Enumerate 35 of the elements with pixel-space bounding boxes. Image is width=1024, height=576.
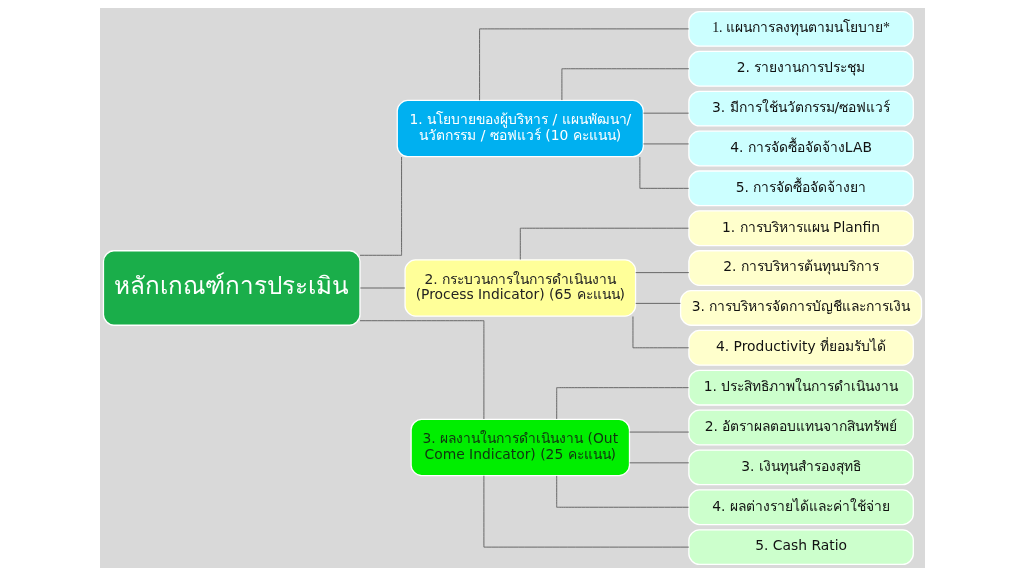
node-box: 1. นโยบายของผู้บริหาร / แผนพัฒนา/ นวัตกรรม / ซอฟแวร์ (10 คะแนน) xyxy=(396,99,644,158)
connector xyxy=(642,143,689,145)
connector xyxy=(482,475,689,548)
connector xyxy=(634,272,689,274)
node-box: 3. การบริหารจัดการบัญชีและการเงิน xyxy=(679,289,922,326)
node-box: 1. การบริหารแผน Planfin xyxy=(687,210,914,247)
connector xyxy=(519,227,689,260)
node-box: 2. กระบวนการในการดำเนินงาน (Process Indicator) (65 คะแนน) xyxy=(403,259,636,317)
node-box: หลักเกณฑ์การประเมิน xyxy=(102,250,361,326)
connector xyxy=(628,431,689,433)
connector xyxy=(642,112,689,114)
connector xyxy=(632,316,689,349)
connector xyxy=(359,156,402,256)
connector xyxy=(555,387,689,420)
connector xyxy=(359,287,405,289)
connector xyxy=(555,475,689,508)
node-box: 4. Productivity ที่ยอมรับได้ xyxy=(687,329,914,366)
node-box: 5. การจัดซื้อจัดจ้างยา xyxy=(687,170,914,207)
node-box: 1. ประสิทธิภาพในการดำเนินงาน xyxy=(687,369,914,406)
node-box: 3. ผลงานในการดำเนินงาน (Out Come Indicator) (25 คะแนน) xyxy=(409,418,630,477)
node-box: 1. แผนการลงทุนตามนโยบาย* xyxy=(687,10,914,47)
node-box: 2. รายงานการประชุม xyxy=(687,50,914,87)
connector xyxy=(638,156,689,189)
connector xyxy=(478,28,689,101)
connector xyxy=(628,462,689,464)
node-box: 2. การบริหารต้นทุนบริการ xyxy=(687,250,914,287)
node-box: 4. ผลต่างรายได้และค่าใช้จ่าย xyxy=(687,489,914,526)
node-box: 2. อัตราผลตอบแทนจากสินทรัพย์ xyxy=(687,409,914,446)
connector xyxy=(634,302,681,304)
connector xyxy=(359,320,484,420)
connector xyxy=(560,68,689,101)
node-box: 4. การจัดซื้อจัดจ้างLAB xyxy=(687,130,914,167)
node-box: 3. มีการใช้นวัตกรรม/ซอฟแวร์ xyxy=(687,90,914,127)
node-box: 5. Cash Ratio xyxy=(687,529,914,566)
node-box: 3. เงินทุนสำรองสุทธิ xyxy=(687,449,914,486)
